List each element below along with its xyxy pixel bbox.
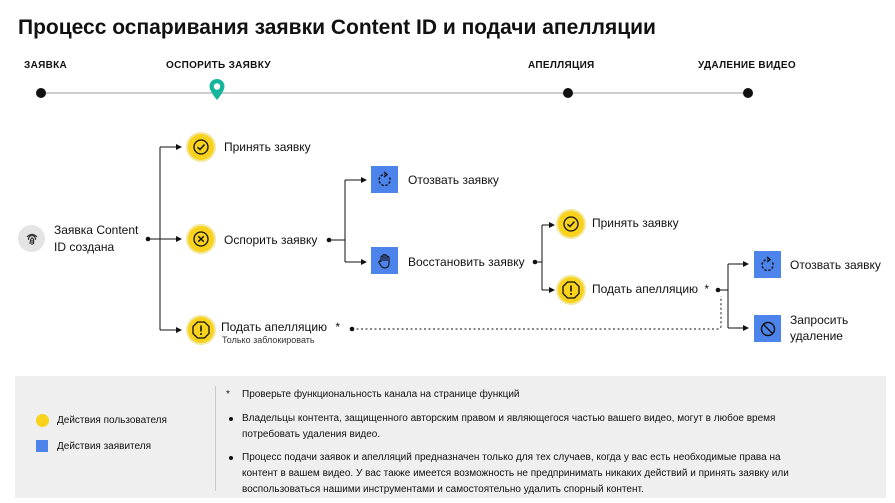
user-actions-legend: Действия пользователя <box>57 415 167 426</box>
legend-divider <box>215 386 216 491</box>
user-actions-swatch <box>36 414 49 427</box>
note-3-line3: воспользоваться нашими инструментами и с… <box>242 484 644 495</box>
note-3-line1: Процесс подачи заявок и апелляций предна… <box>242 452 781 463</box>
request-takedown-node <box>754 315 781 342</box>
legend-panel <box>15 376 886 498</box>
note-2-line1: Владельцы контента, защищенного авторски… <box>242 413 776 424</box>
appeal-label: Подать апелляцию * <box>592 282 710 296</box>
withdraw-claim-node <box>371 166 398 193</box>
note-1: Проверьте функциональность канала на стр… <box>242 389 520 400</box>
appeal-blocked-sub: Только заблокировать <box>222 335 315 345</box>
dispute-claim-label: Оспорить заявку <box>224 233 318 247</box>
reinstate-claim-node <box>371 247 398 274</box>
refresh-icon <box>760 255 774 271</box>
withdraw-claim-label: Отозвать заявку <box>408 173 499 187</box>
accept-claim-node <box>188 134 214 160</box>
stage-dispute: ОСПОРИТЬ ЗАЯВКУ <box>166 60 271 71</box>
appeal-node <box>558 277 584 303</box>
x-icon <box>193 231 209 247</box>
bullet <box>229 417 233 421</box>
footnote-star: * <box>704 282 710 296</box>
location-pin-icon <box>209 79 225 100</box>
reinstate-claim-label: Восстановить заявку <box>408 255 525 269</box>
warning-icon <box>192 321 210 339</box>
note-3-line2: контент в вашем видео. У вас также имеет… <box>242 468 789 479</box>
claimant-actions-legend: Действия заявителя <box>57 441 151 452</box>
accept-claim-node-2 <box>558 211 584 237</box>
appeal-blocked-label: Подать апелляцию * <box>221 320 341 334</box>
request-takedown-label-line1: Запросить <box>790 313 849 327</box>
bullet <box>229 456 233 460</box>
withdraw-claim-node-2 <box>754 251 781 278</box>
appeal-blocked-node <box>188 317 214 343</box>
start-label-line1: Заявка Content <box>54 223 139 237</box>
footnote-star: * <box>335 320 341 334</box>
warning-icon <box>562 281 580 299</box>
stage-appeal: АПЕЛЛЯЦИЯ <box>528 60 595 71</box>
page-title: Процесс оспаривания заявки Content ID и … <box>18 16 656 39</box>
check-icon <box>193 139 209 155</box>
refresh-icon <box>377 170 391 186</box>
accept-claim-label: Принять заявку <box>224 140 311 154</box>
check-icon <box>563 216 579 232</box>
dispute-claim-node <box>188 226 214 252</box>
fingerprint-icon <box>18 225 45 252</box>
block-icon <box>760 321 775 336</box>
accept-claim-label-2: Принять заявку <box>592 216 679 230</box>
withdraw-claim-label-2: Отозвать заявку <box>790 258 881 272</box>
start-label-line2: ID создана <box>54 240 115 254</box>
note-2-line2: потребовать удаления видео. <box>242 429 381 440</box>
hand-icon <box>377 253 390 269</box>
stage-removal: УДАЛЕНИЕ ВИДЕО <box>698 60 796 71</box>
request-takedown-label-line2: удаление <box>790 329 843 343</box>
claimant-actions-swatch <box>36 440 48 452</box>
note-star: * <box>226 389 230 400</box>
stage-claim: ЗАЯВКА <box>24 60 68 71</box>
